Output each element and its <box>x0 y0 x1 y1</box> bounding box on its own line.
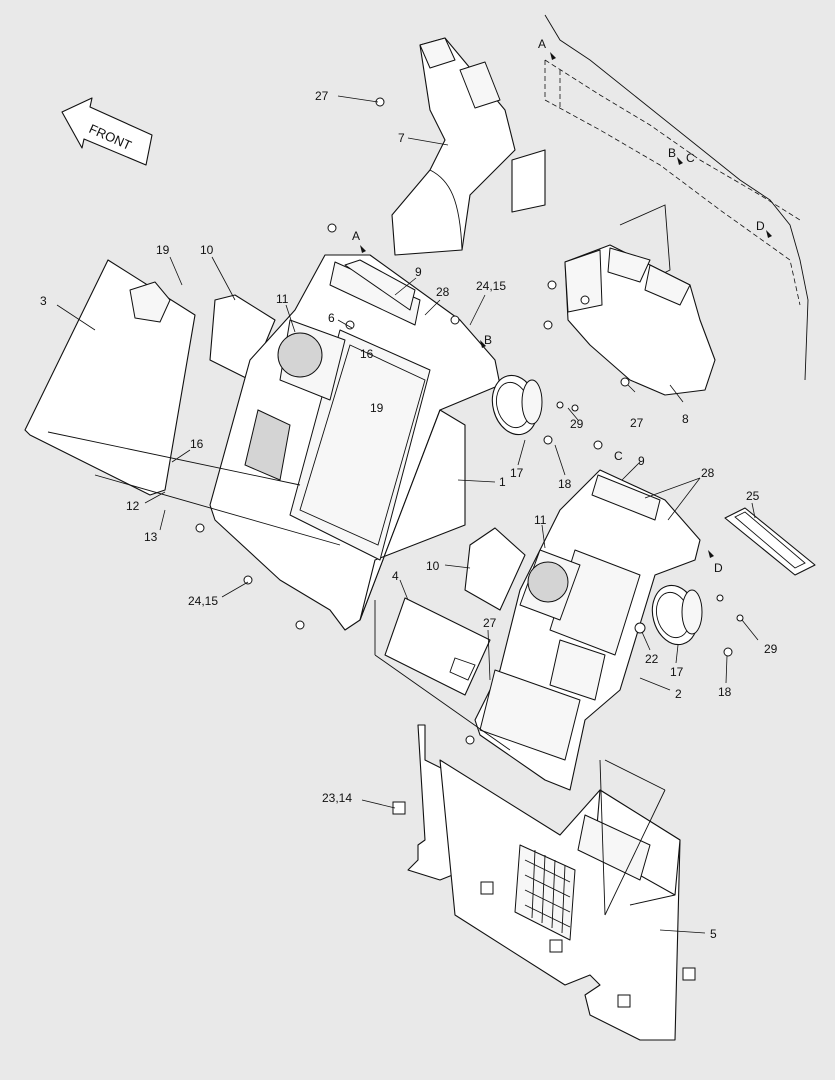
bolt <box>392 801 406 815</box>
callout-27: 27 <box>483 616 497 630</box>
bolt <box>195 523 205 533</box>
speaker-17-upper <box>491 374 543 436</box>
duct-8 <box>564 244 716 396</box>
callout-19: 19 <box>156 243 170 257</box>
bolt <box>620 377 630 387</box>
bolt <box>736 614 744 622</box>
callout-22: 22 <box>645 652 659 666</box>
callout-4: 4 <box>392 569 399 583</box>
callout-10: 10 <box>426 559 440 573</box>
callout-16: 16 <box>360 347 374 361</box>
ref-b: B <box>484 333 492 347</box>
ref-d: D <box>756 219 765 233</box>
callout-labels: 3 19 10 11 6 9 28 24,15 16 19 16 12 13 2… <box>40 89 778 941</box>
callout-5: 5 <box>710 927 717 941</box>
duct-7 <box>391 37 546 256</box>
bolt <box>556 401 564 409</box>
callout-29: 29 <box>764 642 778 656</box>
callout-27: 27 <box>315 89 329 103</box>
bolt <box>543 435 553 445</box>
bolt <box>580 295 590 305</box>
callout-10: 10 <box>200 243 214 257</box>
front-arrow: FRONT <box>61 97 153 166</box>
callout-24-15: 24,15 <box>188 594 218 608</box>
bolt <box>547 280 557 290</box>
callout-28: 28 <box>701 466 715 480</box>
bolt <box>716 594 724 602</box>
bolt <box>571 404 579 412</box>
bolt <box>295 620 305 630</box>
callout-28: 28 <box>436 285 450 299</box>
ref-c: C <box>686 151 695 165</box>
cover-3 <box>24 259 196 496</box>
callout-1: 1 <box>499 475 506 489</box>
bolt <box>327 223 337 233</box>
speaker-17-lower <box>651 584 703 646</box>
bolt <box>617 994 631 1008</box>
cover-5 <box>439 759 681 1041</box>
callout-6: 6 <box>328 311 335 325</box>
callout-18: 18 <box>718 685 732 699</box>
leader-lines <box>47 431 666 916</box>
bolt <box>723 647 733 657</box>
console-2 <box>474 469 701 791</box>
bolt <box>543 320 553 330</box>
callout-11: 11 <box>276 292 289 306</box>
console-1 <box>209 254 501 631</box>
callout-24-15: 24,15 <box>476 279 506 293</box>
callout-13: 13 <box>144 530 158 544</box>
ref-a: A <box>538 37 546 51</box>
bolt <box>450 315 460 325</box>
panel-4 <box>384 597 491 696</box>
reference-letters: A A B B C C D D <box>352 37 772 575</box>
ref-c: C <box>614 449 623 463</box>
callout-leaders <box>56 95 759 934</box>
ref-a: A <box>352 229 360 243</box>
fasteners <box>195 97 744 1008</box>
callout-7: 7 <box>398 131 405 145</box>
callout-9: 9 <box>415 265 422 279</box>
bolt <box>465 735 475 745</box>
callout-18: 18 <box>558 477 572 491</box>
callout-29: 29 <box>570 417 584 431</box>
callout-17: 17 <box>670 665 684 679</box>
panel-10-lower <box>464 527 526 611</box>
callout-17: 17 <box>510 466 524 480</box>
bolt <box>549 939 563 953</box>
bolt <box>634 622 646 634</box>
bolt <box>480 881 494 895</box>
callout-27: 27 <box>630 416 644 430</box>
callout-3: 3 <box>40 294 47 308</box>
callout-12: 12 <box>126 499 140 513</box>
bolt <box>243 575 253 585</box>
bolt <box>593 440 603 450</box>
callout-11: 11 <box>534 513 547 527</box>
callout-25: 25 <box>746 489 760 503</box>
ref-d: D <box>714 561 723 575</box>
callout-9: 9 <box>638 454 645 468</box>
callout-16: 16 <box>190 437 204 451</box>
bolt <box>682 967 696 981</box>
callout-19: 19 <box>370 401 384 415</box>
grille-25 <box>724 507 816 576</box>
callout-23-14: 23,14 <box>322 791 352 805</box>
callout-2: 2 <box>675 687 682 701</box>
ref-b: B <box>668 146 676 160</box>
callout-8: 8 <box>682 412 689 426</box>
